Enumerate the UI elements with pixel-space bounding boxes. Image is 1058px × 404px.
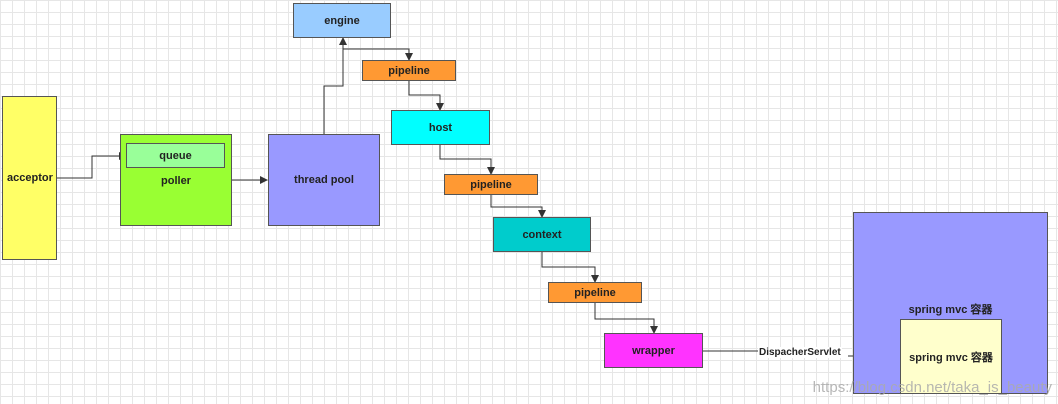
context-node: context: [493, 217, 591, 252]
edge-pipeline1-host: [408, 81, 444, 111]
edge-pipeline3-wrapper: [594, 303, 658, 334]
watermark-text: https://blog.csdn.net/taka_is_beauty: [812, 379, 1052, 396]
thread-pool-label: thread pool: [294, 174, 354, 186]
pipeline-node-1: pipeline: [362, 60, 456, 81]
edge-pipeline2-context: [490, 195, 546, 218]
engine-node: engine: [293, 3, 391, 38]
pipeline-node-2: pipeline: [444, 174, 538, 195]
edge-acceptor-queue: [57, 152, 127, 179]
poller-label: poller: [161, 175, 191, 187]
pipeline-label-1: pipeline: [388, 64, 430, 77]
acceptor-label: acceptor: [7, 172, 53, 184]
engine-label: engine: [324, 14, 360, 27]
wrapper-node: wrapper: [604, 333, 703, 368]
spring-mvc-outer-label: spring mvc 容器: [908, 304, 993, 316]
spring-mvc-inner-label: spring mvc 容器: [909, 351, 993, 364]
edge-host-pipeline2: [439, 145, 495, 175]
context-label: context: [522, 228, 562, 241]
host-node: host: [391, 110, 490, 145]
pipeline-label-2: pipeline: [470, 178, 512, 191]
pipeline-node-3: pipeline: [548, 282, 642, 303]
spring-mvc-inner-node: spring mvc 容器: [900, 319, 1002, 394]
dispatcher-servlet-label: DispacherServlet: [758, 347, 842, 358]
thread-pool-node: thread pool: [268, 134, 380, 226]
edge-engine-pipeline1: [342, 38, 413, 61]
wrapper-label: wrapper: [632, 344, 675, 357]
host-label: host: [428, 121, 453, 134]
acceptor-node: acceptor: [2, 96, 57, 260]
edge-context-pipeline3: [541, 252, 599, 283]
queue-node: queue: [126, 143, 225, 168]
edge-threadpool-engine: [323, 37, 347, 134]
pipeline-label-3: pipeline: [574, 286, 616, 299]
queue-label: queue: [159, 149, 192, 162]
